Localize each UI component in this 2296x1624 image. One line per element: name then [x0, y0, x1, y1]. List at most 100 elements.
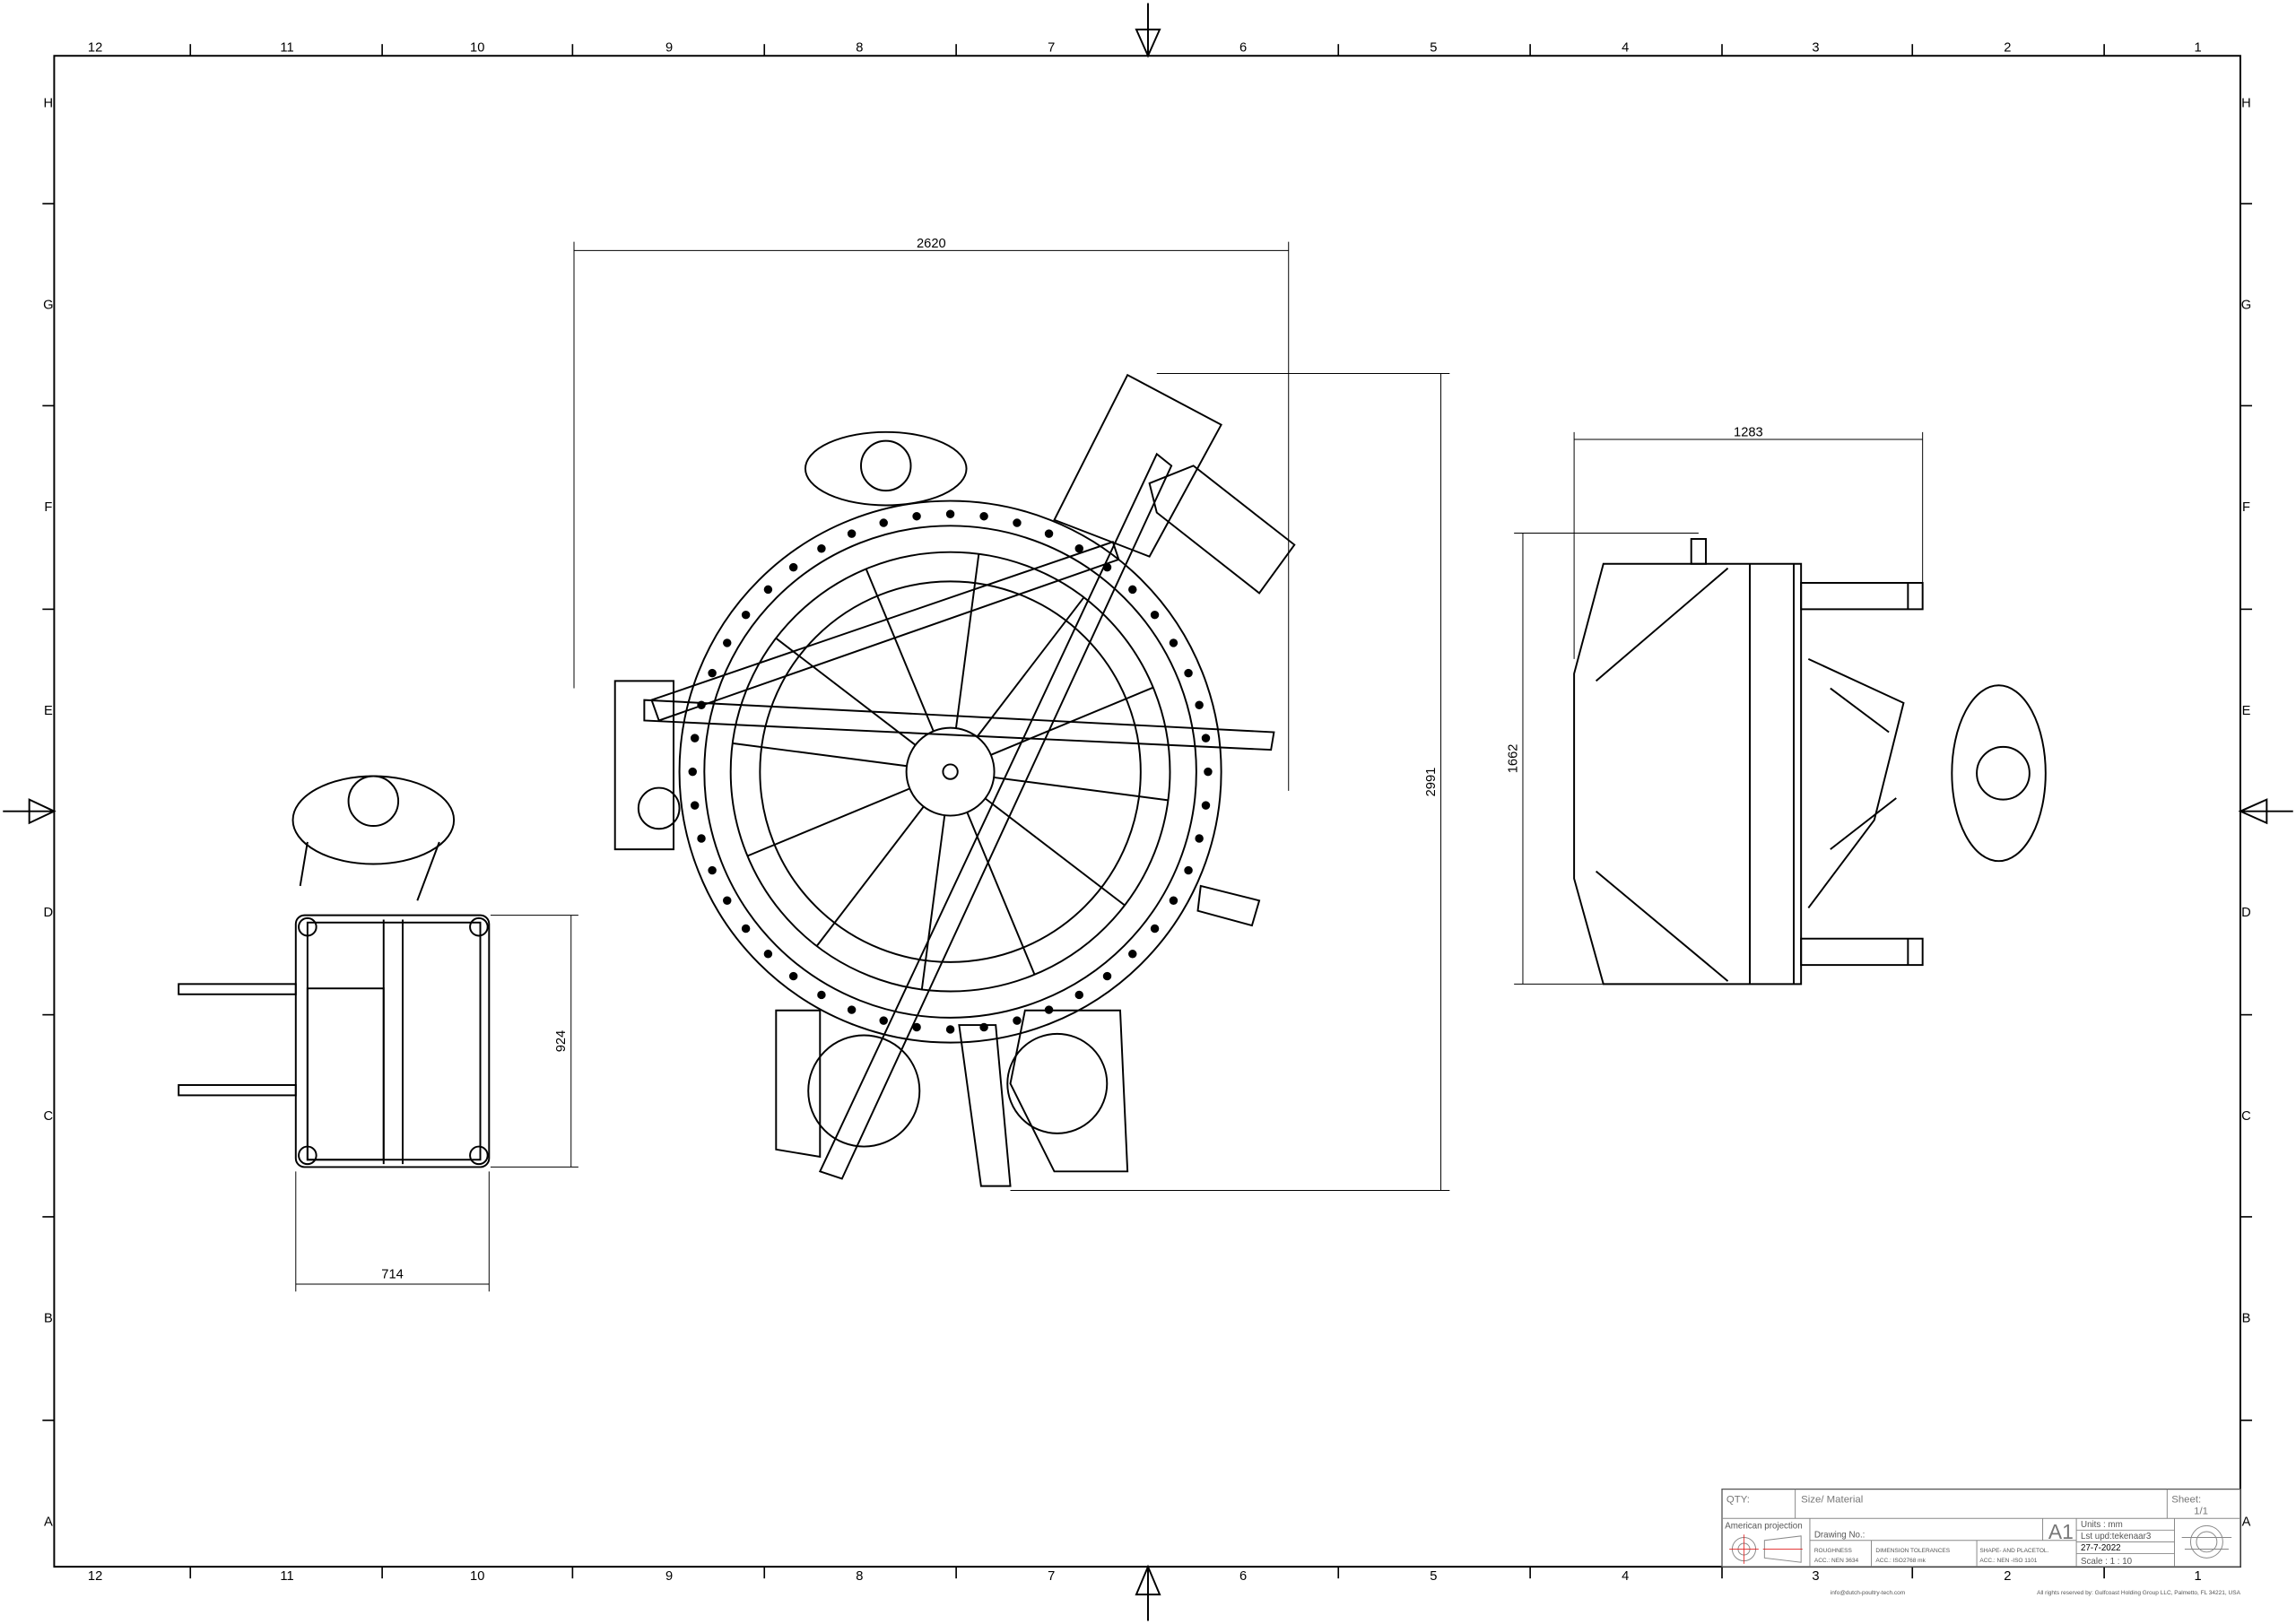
- row-label: H: [2241, 96, 2251, 110]
- dimension-label: 2620: [917, 237, 946, 251]
- column-label: 11: [280, 40, 293, 55]
- wheel-bolt: [708, 668, 717, 678]
- wheel-bolt: [979, 511, 988, 521]
- wheel-spoke: [865, 569, 935, 732]
- dimension-side-width: 1283: [1573, 426, 1924, 659]
- column-label: 2: [2004, 40, 2011, 55]
- row-label: C: [2241, 1109, 2251, 1124]
- row-label: D: [44, 906, 54, 920]
- units-label: Units : mm: [2081, 1520, 2123, 1530]
- column-label: 8: [856, 40, 863, 55]
- wheel-bolt: [945, 1025, 955, 1034]
- wheel-bolt: [1204, 767, 1213, 777]
- wheel-bolt: [1128, 950, 1137, 959]
- dimension-tolerances-acc: ACC.: ISO2768 mk: [1875, 1558, 1926, 1564]
- wheel-bolt: [1195, 834, 1204, 843]
- column-label: 3: [1812, 40, 1819, 55]
- wheel-bolt: [1184, 865, 1193, 875]
- sheet-value: 1/1: [2194, 1506, 2208, 1516]
- column-label: 9: [665, 1569, 673, 1584]
- drawing-no-label: Drawing No.:: [1814, 1530, 1866, 1540]
- carousel-top-view: [613, 373, 1296, 1187]
- wheel-bolt: [697, 834, 706, 843]
- row-label: A: [44, 1515, 53, 1529]
- wheel-bolt: [690, 801, 700, 810]
- column-label: 1: [2195, 40, 2202, 55]
- small-unit-top-view: [178, 775, 491, 1168]
- wheel-bolt: [1102, 971, 1112, 981]
- dimension-label: 2991: [1424, 768, 1439, 797]
- dimension-label: 1662: [1506, 744, 1520, 774]
- column-label: 3: [1812, 1569, 1819, 1584]
- row-label: E: [44, 704, 53, 718]
- wheel-bolt: [1201, 801, 1211, 810]
- dimension-label: 714: [381, 1268, 404, 1282]
- dimension-small-width: 714: [295, 1171, 490, 1292]
- column-label: 5: [1430, 40, 1437, 55]
- wheel-bolt: [1169, 638, 1178, 647]
- column-label: 4: [1622, 40, 1629, 55]
- wheel-bolt: [847, 1005, 857, 1014]
- column-label: 12: [88, 40, 102, 55]
- row-label: F: [44, 500, 52, 515]
- wheel-bolt: [1195, 700, 1204, 709]
- row-label: B: [2242, 1311, 2251, 1325]
- column-label: 5: [1430, 1569, 1437, 1584]
- wheel-bolt: [912, 1022, 921, 1032]
- wheel-bolt: [879, 518, 888, 527]
- dimension-label: 924: [554, 1030, 569, 1053]
- column-label: 1: [2195, 1569, 2202, 1584]
- sheet-label: Sheet:: [2171, 1494, 2201, 1505]
- wheel-spoke: [732, 742, 908, 768]
- roughness-label: ROUGHNESS: [1814, 1548, 1853, 1554]
- wheel-spoke: [984, 797, 1126, 907]
- wheel-bolt: [763, 585, 773, 595]
- projection-symbol: [1729, 1534, 1803, 1564]
- wheel-bolt: [688, 767, 697, 777]
- dimension-main-width: 2620: [573, 237, 1290, 791]
- wheel-spoke: [815, 805, 925, 947]
- wheel-bolt: [1044, 529, 1054, 538]
- column-label: 6: [1239, 40, 1247, 55]
- border-ticks: [42, 44, 2253, 1579]
- wheel-bolt: [741, 610, 751, 620]
- column-label: 12: [88, 1569, 102, 1584]
- wheel-bolt: [1150, 924, 1160, 934]
- projection-label: American projection: [1725, 1522, 1802, 1532]
- column-label: 8: [856, 1569, 863, 1584]
- row-label: A: [2242, 1515, 2251, 1529]
- wheel-bolt: [763, 950, 773, 959]
- column-label: 7: [1048, 1569, 1055, 1584]
- wheel-bolt: [847, 529, 857, 538]
- row-label: E: [2242, 704, 2251, 718]
- wheel-bolt: [817, 990, 826, 1000]
- row-label: F: [2242, 500, 2250, 515]
- wheel-bolt: [741, 924, 751, 934]
- wheel-bolt: [1074, 990, 1084, 1000]
- company-logo-seal: [2181, 1524, 2232, 1559]
- centering-marks: [3, 3, 2293, 1621]
- wheel-bolt: [945, 509, 955, 518]
- last-update-label: Lst upd:tekenaar3: [2081, 1532, 2152, 1541]
- shape-tolerances-label: SHAPE- AND PLACETOL.: [1979, 1548, 2048, 1554]
- drawing-frame: [53, 55, 2241, 1568]
- wheel-bolt: [788, 971, 798, 981]
- wheel-spoke: [994, 776, 1169, 802]
- email-text: info@dutch-poultry-tech.com: [1831, 1590, 1905, 1596]
- wheel-bolt: [1128, 585, 1137, 595]
- wheel-bolt: [817, 544, 826, 553]
- column-label: 10: [470, 40, 484, 55]
- roughness-acc: ACC.: NEN 3634: [1814, 1558, 1859, 1564]
- format-label: A1: [2048, 1520, 2074, 1543]
- wheel-spoke: [966, 812, 1036, 976]
- column-label: 10: [470, 1569, 484, 1584]
- dimension-side-height: 1662: [1506, 532, 1699, 985]
- row-label: C: [44, 1109, 54, 1124]
- row-label: D: [2241, 906, 2251, 920]
- wheel-spoke: [747, 787, 910, 857]
- shape-tolerances-acc: ACC.: NEN -ISO 1101: [1979, 1558, 2037, 1564]
- row-label: G: [43, 299, 53, 313]
- date-label: 27-7-2022: [2081, 1543, 2121, 1553]
